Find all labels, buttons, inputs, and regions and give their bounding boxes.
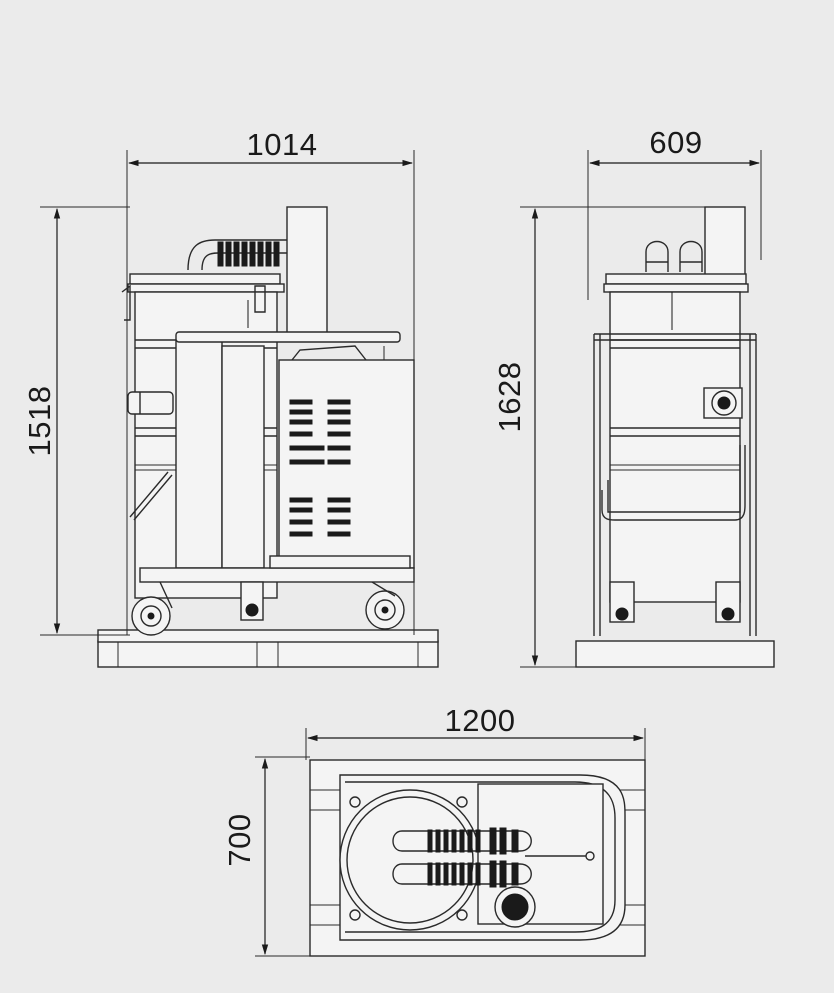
top-hose-2 — [392, 860, 532, 888]
front-clamp-right — [254, 285, 266, 313]
front-width-label: 1014 — [247, 127, 318, 162]
front-tilt-handle — [129, 471, 169, 518]
side-lid — [605, 273, 747, 285]
side-exhaust-stack — [704, 206, 746, 278]
front-pallet — [97, 629, 439, 668]
front-wheel-right — [365, 581, 405, 630]
top-view — [309, 759, 646, 957]
front-exhaust-stack — [286, 206, 328, 336]
front-top-shelf — [175, 331, 401, 343]
front-base-frame — [139, 567, 415, 583]
side-canister — [609, 291, 741, 603]
front-wheel-mid — [240, 581, 264, 621]
top-depth-label: 700 — [222, 813, 257, 866]
top-length-label: 1200 — [445, 703, 516, 738]
front-height-label: 1518 — [22, 386, 57, 457]
side-pallet — [575, 640, 775, 668]
dimension-lines — [40, 150, 762, 957]
side-wheels — [609, 581, 741, 623]
side-inlet-port — [703, 387, 743, 419]
front-vent-slots — [289, 399, 351, 537]
top-exhaust-port — [494, 886, 536, 928]
front-hose-corrugation — [217, 241, 280, 267]
side-inlet-loops — [645, 240, 703, 272]
side-height-label: 1628 — [492, 362, 527, 433]
front-lid — [129, 273, 281, 285]
top-canister-circle — [339, 789, 481, 931]
side-width-label: 609 — [649, 125, 702, 160]
side-view — [575, 206, 775, 668]
front-side-inlet — [127, 391, 174, 415]
top-hose-1 — [392, 827, 532, 855]
front-wheel-left — [131, 581, 173, 636]
front-view — [97, 206, 439, 668]
side-frame — [593, 333, 757, 636]
front-inlet-pipe — [187, 239, 287, 271]
front-frame-column — [175, 339, 223, 569]
